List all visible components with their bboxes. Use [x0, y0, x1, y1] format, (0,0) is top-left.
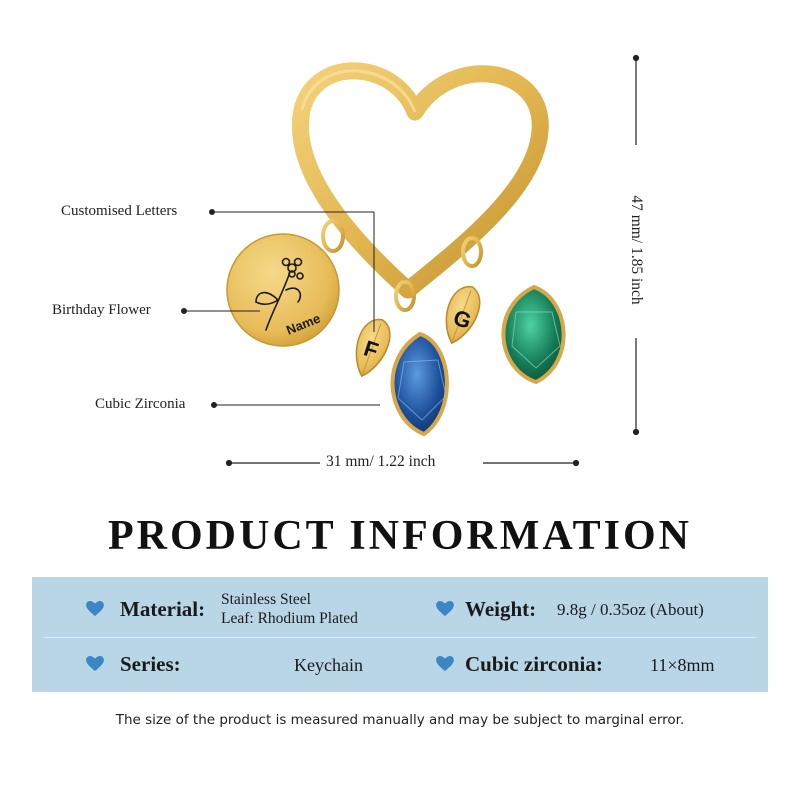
- measurement-disclaimer: The size of the product is measured manu…: [115, 712, 685, 728]
- leaf-charm-g: [445, 286, 481, 345]
- material-value-line1: Stainless Steel: [221, 591, 311, 608]
- zirconia-key: Cubic zirconia:: [465, 652, 603, 676]
- jump-ring-disc: [321, 219, 345, 253]
- callout-customised-letters: Customised Letters: [61, 203, 178, 219]
- height-dimension-label: 47 mm/ 1.85 inch: [628, 195, 645, 305]
- zirconia-value: 11×8mm: [650, 655, 715, 675]
- material-value-line2: Leaf: Rhodium Plated: [221, 610, 358, 627]
- callout-cubic-zirconia: Cubic Zirconia: [95, 396, 186, 412]
- height-dimension-line: [632, 54, 640, 436]
- weight-key: Weight:: [465, 597, 537, 621]
- green-zirconia-gem: [501, 284, 566, 385]
- material-key: Material:: [120, 597, 206, 621]
- weight-value: 9.8g / 0.35oz (About): [557, 600, 704, 619]
- heart-icon: [86, 656, 104, 672]
- series-value: Keychain: [294, 655, 363, 675]
- leaf-charm-f: [355, 319, 391, 378]
- heart-ring: [291, 62, 549, 299]
- birthday-flower-engraving: [255, 257, 304, 331]
- width-dimension-line: [225, 459, 580, 467]
- jump-ring-f: [394, 280, 416, 312]
- jump-ring-g: [461, 236, 483, 268]
- heart-icon: [436, 601, 454, 617]
- series-key: Series:: [120, 652, 181, 676]
- section-title: PRODUCT INFORMATION: [108, 513, 692, 559]
- product-info-panel: [32, 577, 768, 692]
- width-dimension-label: 31 mm/ 1.22 inch: [326, 453, 436, 470]
- heart-icon: [436, 656, 454, 672]
- heart-icon: [86, 601, 104, 617]
- callout-birthday-flower: Birthday Flower: [52, 302, 151, 318]
- callout-lines: [181, 209, 380, 408]
- info-row-divider: [44, 637, 756, 638]
